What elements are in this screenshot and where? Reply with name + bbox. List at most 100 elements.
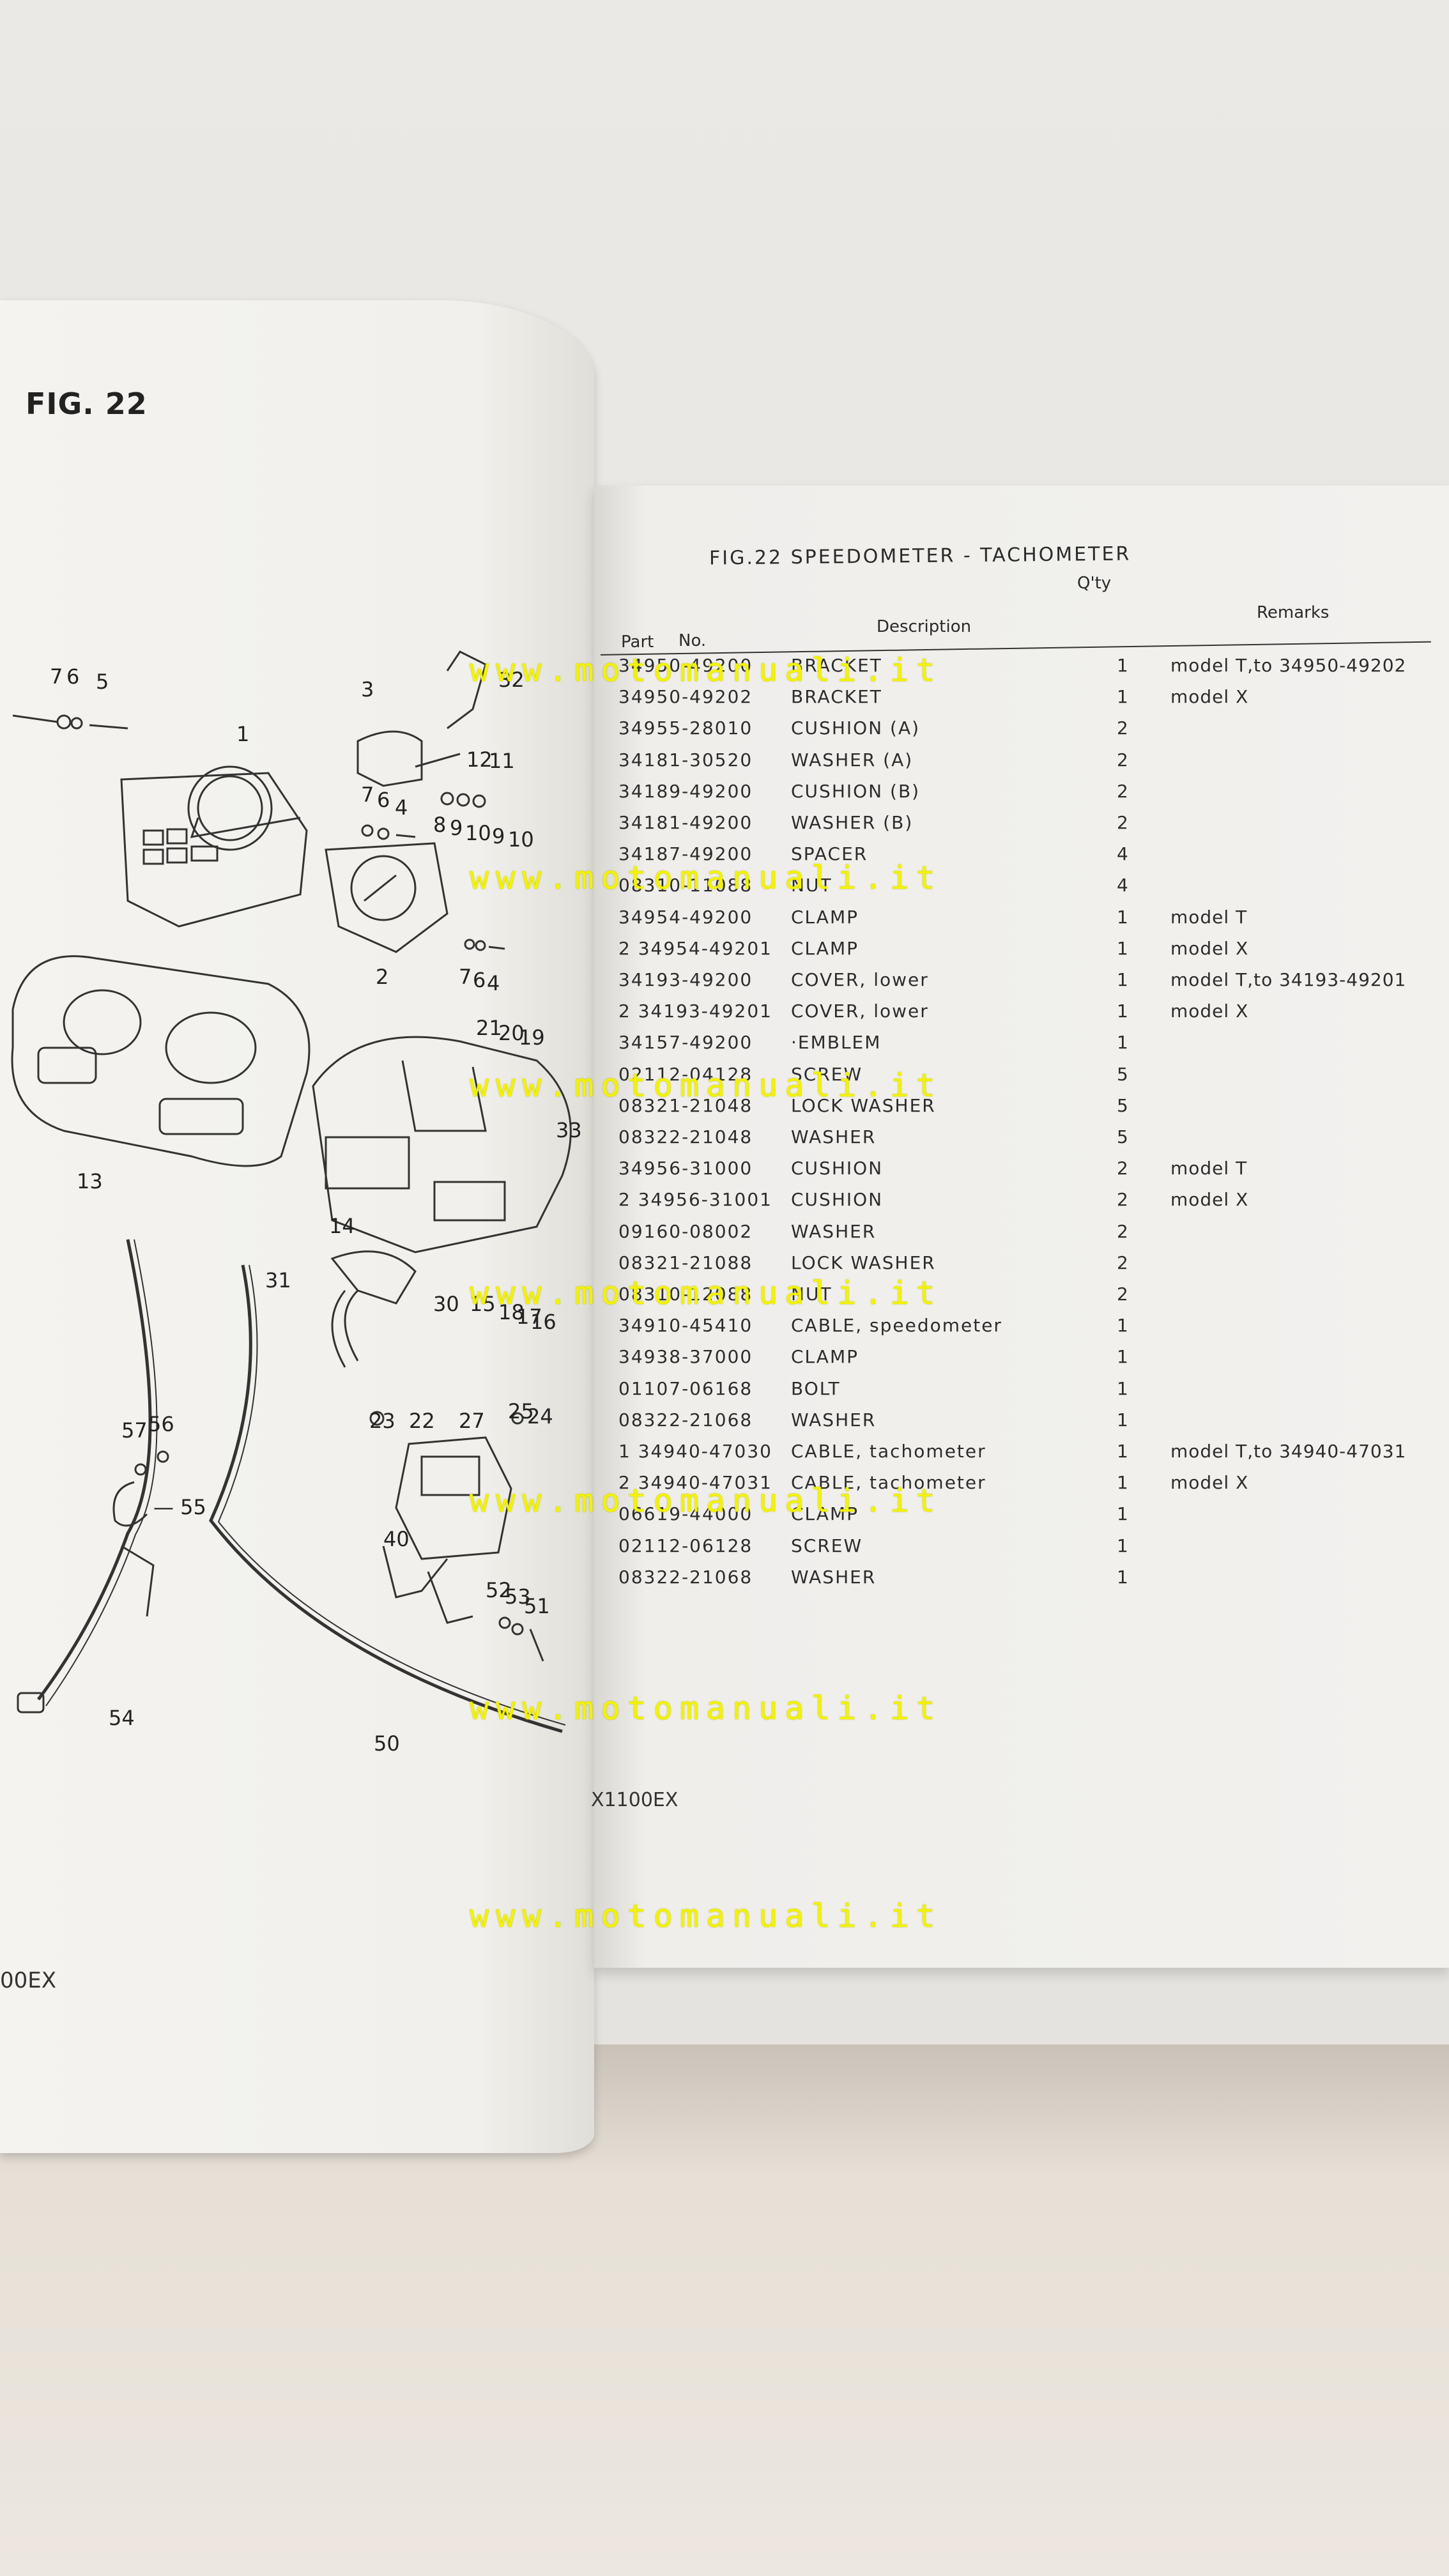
part-number-cell: 34157-49200: [618, 1032, 753, 1054]
callout-23: 23: [369, 1409, 395, 1433]
remarks-cell: model T,to 34950-49202: [1170, 655, 1407, 676]
callout-10b: 10: [508, 827, 534, 852]
callout-52: 52: [486, 1578, 512, 1602]
description-cell: WASHER: [791, 1220, 877, 1242]
callout-21: 21: [476, 1016, 502, 1040]
callout-33: 33: [556, 1118, 582, 1142]
right-page: [594, 486, 1449, 1968]
description-cell: WASHER (B): [791, 812, 914, 833]
part-number-cell: 34950-49200: [618, 655, 753, 676]
callout-7b: 7: [361, 783, 374, 807]
header-qty: Q'ty: [1077, 574, 1112, 593]
qty-cell: 1: [1117, 906, 1130, 928]
remarks-cell: model T: [1170, 906, 1248, 928]
description-cell: BOLT: [791, 1377, 841, 1399]
callout-4: 4: [395, 795, 408, 820]
qty-cell: 2: [1117, 780, 1130, 802]
callout-50: 50: [374, 1731, 400, 1756]
bracket-drawing: [312, 1036, 572, 1254]
callout-13: 13: [77, 1169, 103, 1193]
callout-19: 19: [519, 1025, 545, 1050]
bolts-drawing: [12, 714, 505, 951]
description-cell: CLAMP: [791, 1503, 859, 1525]
part-number-cell: 34910-45410: [618, 1315, 753, 1337]
callout-14: 14: [329, 1214, 355, 1238]
part-number-cell: 34938-37000: [618, 1346, 753, 1368]
part-number-cell: 08310-12088: [618, 1284, 753, 1305]
part-number-cell: 09160-08002: [618, 1220, 753, 1242]
description-cell: BRACKET: [791, 655, 882, 676]
lower-bracket-drawing: [369, 1411, 544, 1662]
description-cell: WASHER (A): [791, 749, 914, 770]
instrument-cluster-drawing: [120, 765, 308, 928]
qty-cell: 2: [1117, 749, 1130, 770]
description-cell: CUSHION: [791, 1158, 884, 1179]
callout-5: 5: [96, 670, 109, 694]
callout-18: 18: [498, 1300, 525, 1324]
header-remarks: Remarks: [1257, 603, 1330, 622]
watermark-text: www.motomanuali.it: [470, 1275, 942, 1312]
callout-24: 24: [527, 1404, 553, 1429]
part-number-cell: 02112-06128: [618, 1535, 753, 1556]
left-page: [0, 300, 594, 2153]
part-number-cell: 34956-31000: [618, 1158, 753, 1179]
callout-20: 20: [498, 1021, 525, 1045]
remarks-cell: model X: [1170, 1189, 1249, 1211]
remarks-cell: model X: [1170, 1000, 1249, 1022]
qty-cell: 5: [1117, 1094, 1130, 1116]
qty-cell: 2: [1117, 1252, 1130, 1273]
qty-cell: 1: [1117, 1535, 1130, 1556]
harness-drawing: [330, 1250, 417, 1368]
callout-17: 17: [516, 1305, 542, 1329]
description-cell: SCREW: [791, 1063, 863, 1085]
qty-cell: 2: [1117, 1284, 1130, 1305]
description-cell: COVER, lower: [791, 1000, 929, 1022]
watermark-text: www.motomanuali.it: [470, 1482, 942, 1519]
part-number-cell: 08321-21048: [618, 1094, 753, 1116]
callout-12: 12: [466, 747, 493, 772]
callout-8: 8: [433, 813, 446, 837]
description-cell: WASHER: [791, 1409, 877, 1430]
part-number-cell: 06619-44000: [618, 1503, 753, 1525]
watermark-text: www.motomanuali.it: [470, 652, 942, 689]
description-cell: WASHER: [791, 1126, 877, 1147]
part-number-cell: 08322-21068: [618, 1566, 753, 1588]
description-cell: LOCK WASHER: [791, 1094, 936, 1116]
callout-30: 30: [433, 1292, 459, 1316]
callout-4b: 4: [487, 971, 500, 995]
description-cell: NUT: [791, 1284, 832, 1305]
remarks-cell: model T,to 34193-49201: [1170, 969, 1407, 990]
watermark-text: www.motomanuali.it: [470, 1067, 942, 1104]
part-number-cell: 34950-49202: [618, 686, 753, 708]
part-number-cell: 1 34940-47030: [618, 1441, 772, 1462]
qty-cell: 1: [1117, 1032, 1130, 1054]
qty-cell: 2: [1117, 812, 1130, 833]
right-page-footer: X1100EX: [591, 1789, 678, 1811]
exploded-parts-diagram: 7 6 5 1 3 32 12 11 7 6 4 8 9 10 9 10 2 7…: [11, 650, 582, 1756]
qty-cell: 1: [1117, 1315, 1130, 1337]
callout-10: 10: [465, 821, 491, 845]
description-cell: WASHER: [791, 1566, 877, 1588]
callout-56: 56: [148, 1412, 174, 1436]
part-number-cell: 34189-49200: [618, 780, 753, 802]
qty-cell: 1: [1117, 969, 1130, 990]
